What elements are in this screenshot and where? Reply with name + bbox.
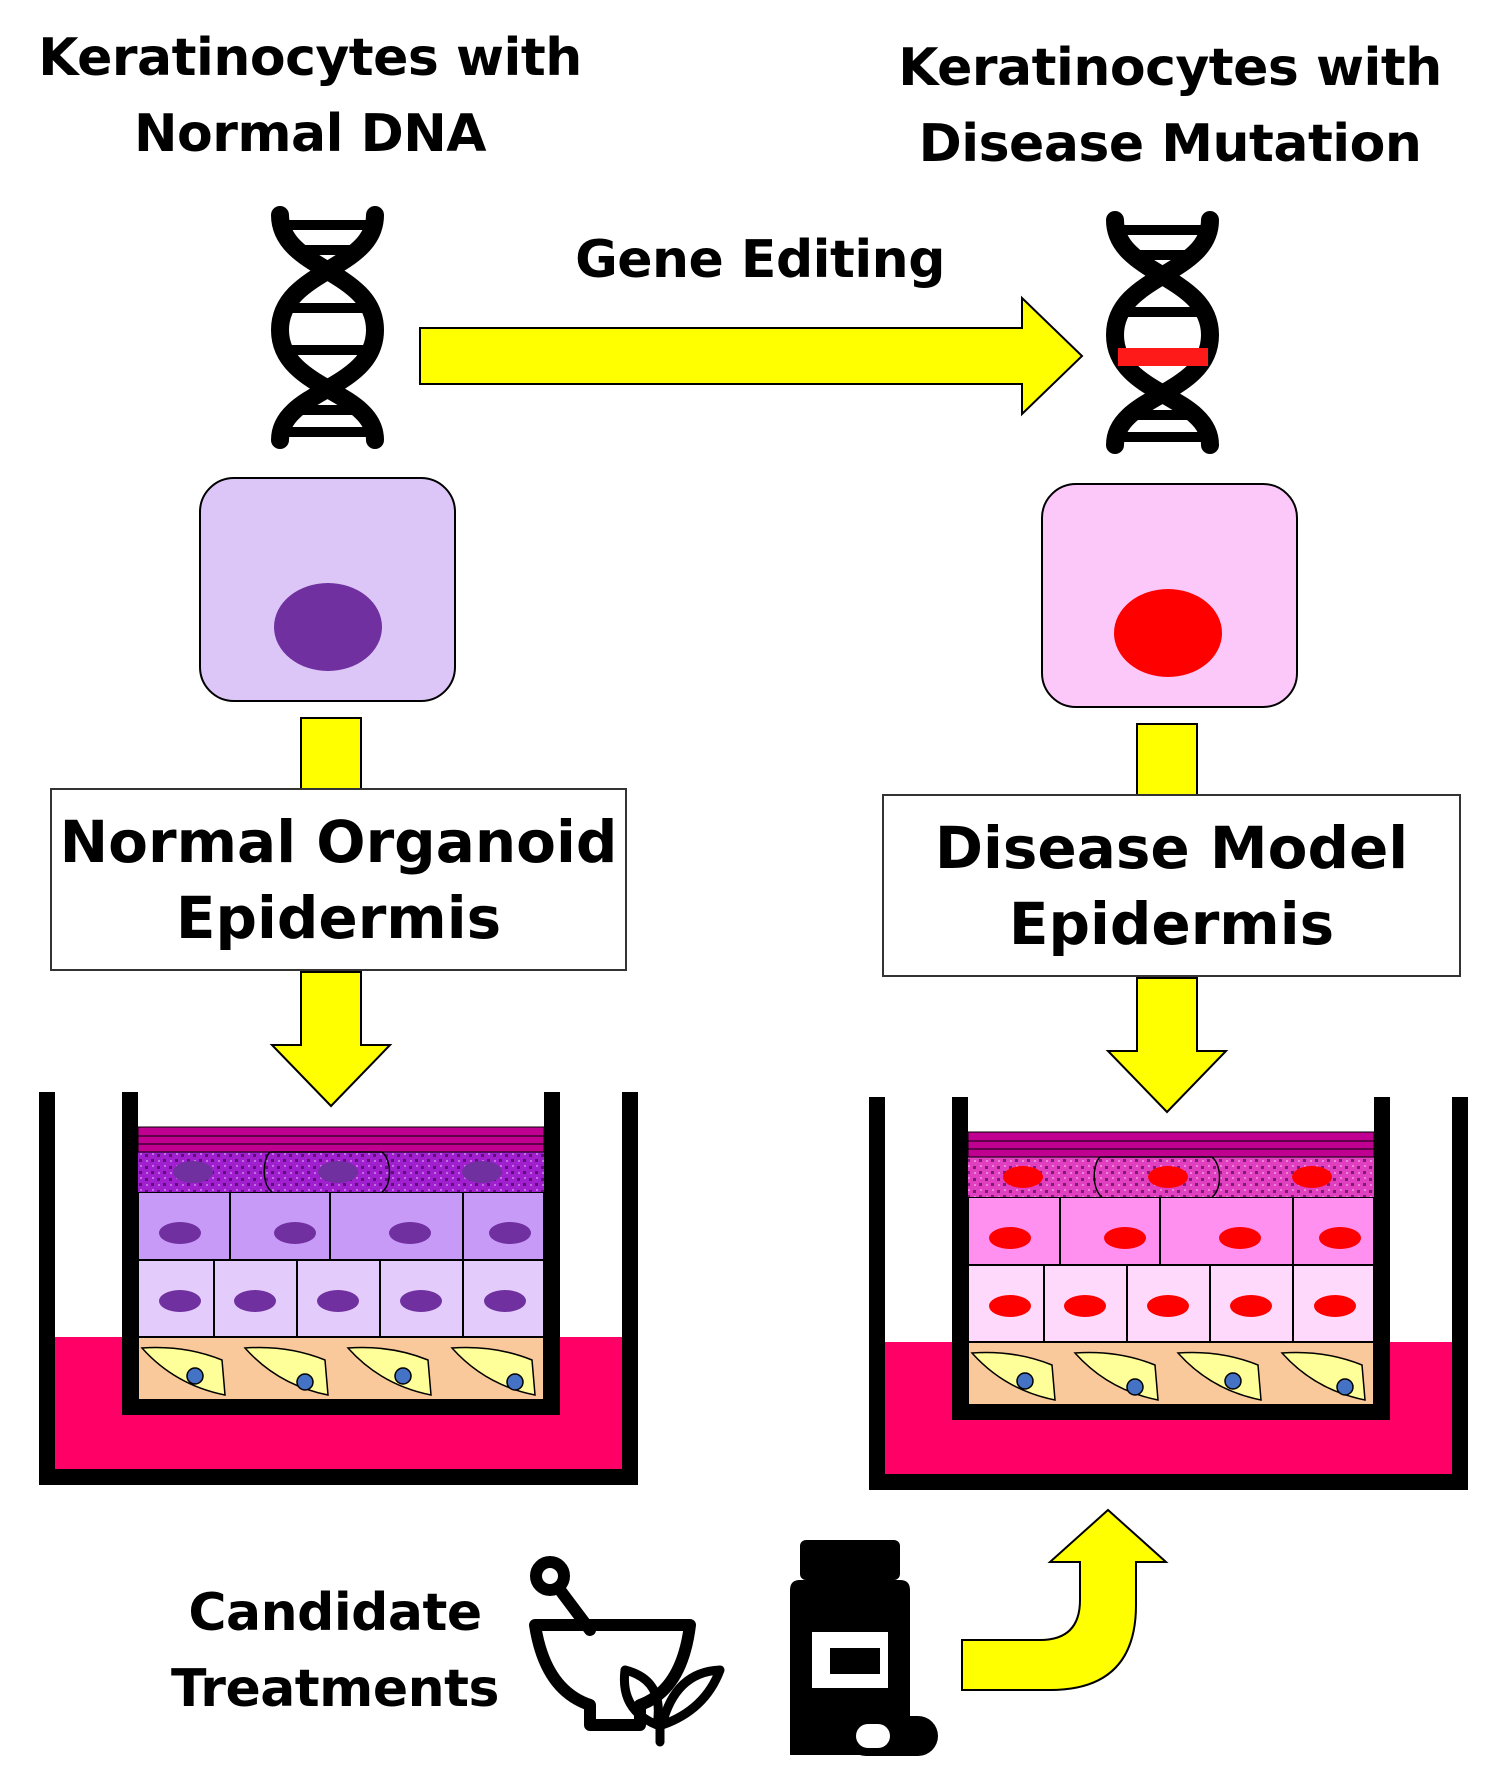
normal-organoid-box: Normal Organoid Epidermis	[50, 788, 627, 971]
disease-title-line2: Disease Mutation	[918, 114, 1422, 174]
normal-title-line2: Normal DNA	[133, 104, 487, 164]
disease-title-line1: Keratinocytes with	[898, 38, 1442, 98]
gene-editing-arrow	[419, 295, 1084, 417]
disease-cell-nucleus	[1114, 589, 1222, 677]
mortar-pestle-icon	[529, 1556, 696, 1731]
dna-helix-icon	[270, 206, 385, 449]
normal-box-line2: Epidermis	[175, 883, 502, 952]
curved-arrow-icon	[961, 1508, 1169, 1691]
normal-cell-nucleus	[274, 583, 382, 671]
normal-box-line1: Normal Organoid	[59, 807, 618, 876]
normal-title-line1: Keratinocytes with	[38, 28, 582, 88]
disease-box-line2: Epidermis	[1008, 889, 1335, 958]
candidate-line1: Candidate	[188, 1583, 482, 1643]
candidate-treatments-label: Candidate Treatments	[150, 1575, 520, 1727]
disease-culture-well	[869, 1097, 1468, 1490]
normal-keratinocytes-title: Keratinocytes with Normal DNA	[30, 20, 590, 172]
normal-culture-well	[39, 1092, 638, 1485]
gene-editing-label: Gene Editing	[575, 230, 945, 290]
disease-model-box: Disease Model Epidermis	[882, 794, 1461, 977]
disease-box-line1: Disease Model	[934, 813, 1409, 882]
normal-connector	[300, 717, 362, 791]
leaf-icon	[619, 1665, 725, 1747]
disease-keratinocytes-title: Keratinocytes with Disease Mutation	[880, 30, 1460, 182]
disease-connector	[1136, 723, 1198, 797]
mutation-mark	[1118, 348, 1208, 366]
disease-down-arrow	[1105, 977, 1229, 1114]
candidate-line2: Treatments	[171, 1659, 499, 1719]
normal-down-arrow	[269, 971, 393, 1108]
pill-capsule-icon	[846, 1716, 938, 1756]
medicine-bottle-icon	[790, 1540, 910, 1755]
dna-helix-mutated-icon	[1105, 211, 1220, 454]
